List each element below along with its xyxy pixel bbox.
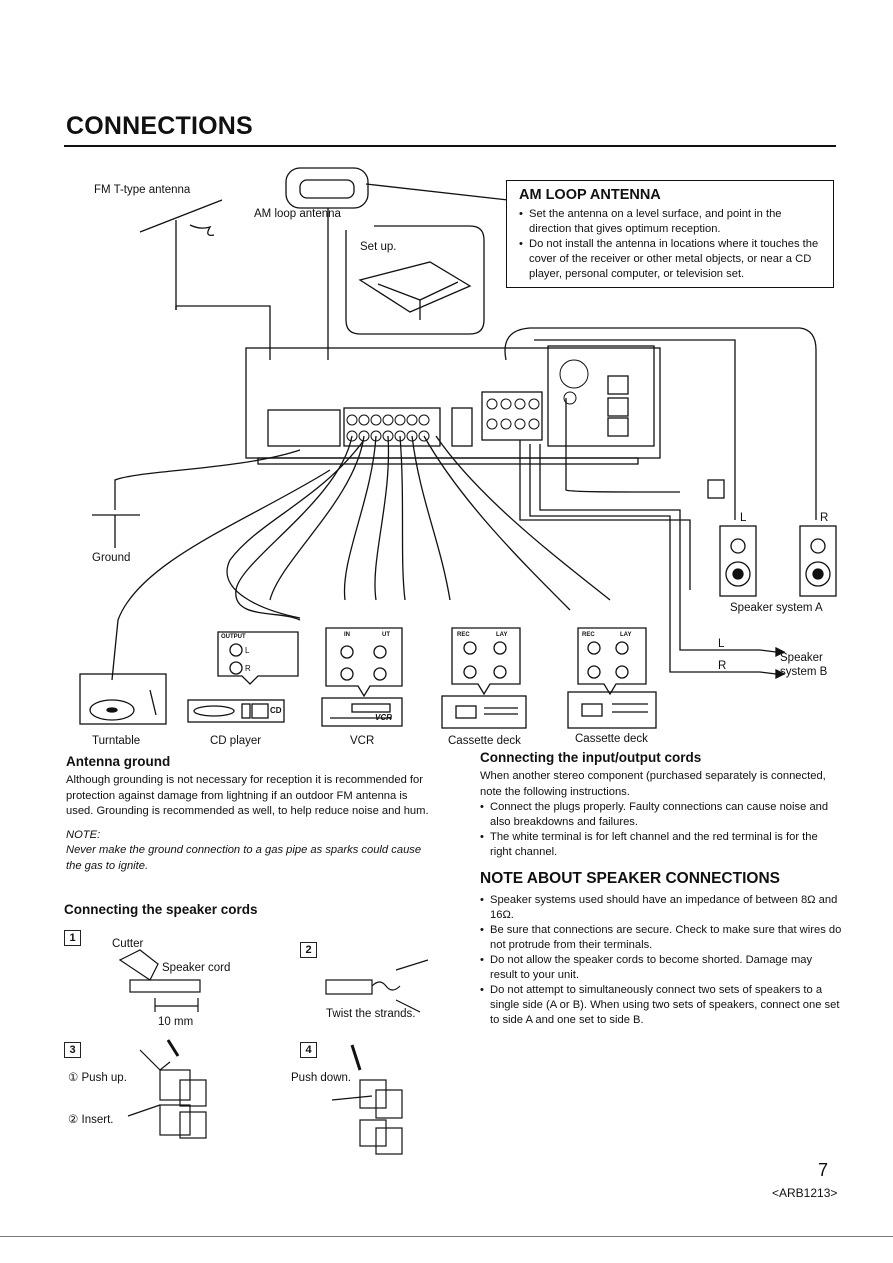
note-text: Never make the ground connection to a ga…	[66, 844, 422, 872]
io-cords-bullet: Connect the plugs properly. Faulty conne…	[480, 800, 842, 830]
cd-tag: CD	[270, 706, 282, 715]
speaker-note-bullet: Speaker systems used should have an impe…	[480, 893, 842, 923]
step-2-box: 2	[300, 942, 317, 958]
deck1-jack-play: LAY	[496, 632, 508, 638]
speaker-r-label: R	[820, 512, 829, 524]
vcr-tag: VCR	[375, 713, 392, 722]
speaker-b-r-label: R	[718, 660, 727, 672]
device-turntable: Turntable	[92, 735, 141, 747]
doc-code: <ARB1213>	[772, 1186, 838, 1200]
device-vcr: VCR	[350, 735, 375, 747]
device-cassette-deck-1: Cassette deck	[448, 735, 521, 747]
page-title: CONNECTIONS	[66, 112, 253, 140]
antenna-ground-text: Although grounding is not necessary for …	[66, 774, 429, 817]
length-label: 10 mm	[158, 1016, 194, 1028]
vcr-jack-out: UT	[382, 632, 390, 638]
speaker-note-heading: NOTE ABOUT SPEAKER CONNECTIONS	[480, 870, 780, 887]
am-loop-note-box: AM LOOP ANTENNA Set the antenna on a lev…	[506, 180, 834, 288]
speaker-note-bullet: Do not allow the speaker cords to become…	[480, 953, 842, 983]
bottom-rule	[0, 1236, 893, 1237]
deck2-jack-play: LAY	[620, 632, 632, 638]
device-cd-player: CD player	[210, 735, 262, 747]
ground-label: Ground	[92, 552, 131, 564]
push-down-label: Push down.	[291, 1072, 352, 1084]
io-cords-section: Connecting the input/output cords When a…	[480, 750, 842, 860]
speaker-note-section: NOTE ABOUT SPEAKER CONNECTIONS Speaker s…	[480, 870, 842, 1028]
page-number: 7	[818, 1160, 829, 1180]
speaker-l-label: L	[740, 512, 747, 524]
jack-output-r: R	[245, 664, 251, 673]
io-cords-bullet: The white terminal is for left channel a…	[480, 830, 842, 860]
push-up-label: ① Push up.	[68, 1072, 127, 1084]
speaker-a-label: Speaker system A	[730, 602, 823, 614]
device-cassette-deck-2: Cassette deck	[575, 733, 648, 745]
deck1-jack-rec: REC	[457, 632, 470, 638]
speaker-b-l-label: L	[718, 638, 725, 650]
am-antenna-label: AM loop antenna	[254, 208, 341, 220]
speaker-cords-heading: Connecting the speaker cords	[64, 902, 258, 917]
twist-label: Twist the strands.	[326, 1008, 416, 1020]
am-loop-heading: AM LOOP ANTENNA	[519, 187, 661, 203]
deck2-jack-rec: REC	[582, 632, 595, 638]
jack-output-label: OUTPUT	[221, 634, 246, 640]
jack-output-l: L	[245, 646, 250, 655]
connection-diagram	[79, 167, 837, 729]
insert-label: ② Insert.	[68, 1114, 114, 1126]
speaker-note-bullet: Be sure that connections are secure. Che…	[480, 923, 842, 953]
note-label: NOTE:	[66, 828, 101, 841]
title-rule	[64, 145, 836, 147]
step-3-box: 3	[64, 1042, 81, 1058]
fm-antenna-label: FM T-type antenna	[94, 184, 191, 196]
io-cords-heading: Connecting the input/output cords	[480, 750, 702, 765]
speaker-b-label-1: Speaker	[780, 652, 823, 664]
setup-label: Set up.	[360, 241, 397, 253]
step-4-box: 4	[300, 1042, 317, 1058]
antenna-ground-section: Antenna ground Although grounding is not…	[66, 754, 430, 874]
am-loop-bullet: Set the antenna on a level surface, and …	[519, 207, 825, 237]
step-1-box: 1	[64, 930, 81, 946]
vcr-jack-in: IN	[344, 632, 350, 638]
speaker-cord-steps-drawing	[118, 949, 429, 1155]
am-loop-bullet: Do not install the antenna in locations …	[519, 237, 825, 282]
cutter-label: Cutter	[112, 938, 144, 950]
speaker-b-label-2: system B	[780, 666, 828, 678]
io-cords-intro: When another stereo component (purchased…	[480, 770, 826, 798]
speaker-cord-label: Speaker cord	[162, 962, 231, 974]
speaker-note-bullet: Do not attempt to simultaneously connect…	[480, 983, 842, 1028]
antenna-ground-heading: Antenna ground	[66, 754, 171, 769]
